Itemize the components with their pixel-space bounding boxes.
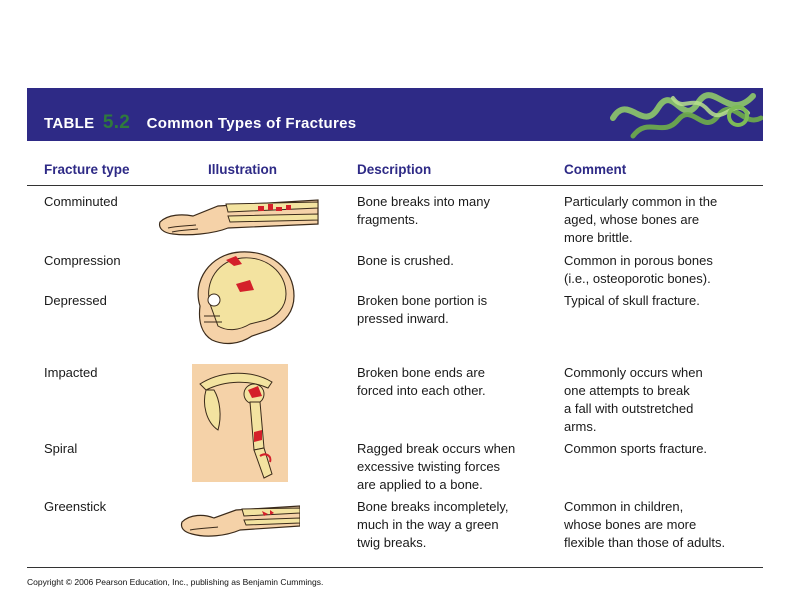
protein-ribbon-decoration-icon bbox=[610, 92, 763, 139]
row-depressed-type: Depressed bbox=[44, 293, 107, 308]
row-spiral-description: Ragged break occurs when excessive twist… bbox=[357, 441, 516, 492]
row-greenstick-comment: Common in children, whose bones are more… bbox=[564, 499, 726, 550]
column-header-illustration: Illustration bbox=[208, 162, 278, 177]
row-depressed-comment: Typical of skull fracture. bbox=[564, 293, 700, 308]
row-comminuted-comment: Particularly common in the aged, whose b… bbox=[564, 194, 718, 245]
row-comminuted-description: Bone breaks into many fragments. bbox=[357, 194, 490, 227]
row-compression-comment: Common in porous bones (i.e., osteoporot… bbox=[564, 253, 713, 286]
column-header-comment: Comment bbox=[564, 162, 627, 177]
row-depressed-description: Broken bone portion is pressed inward. bbox=[357, 293, 488, 326]
skull-illustration-icon bbox=[197, 251, 295, 345]
table-number: 5.2 bbox=[102, 112, 131, 133]
table-title: TABLE 5.2 Common Types of Fractures bbox=[44, 112, 356, 134]
column-header-fracture-type: Fracture type bbox=[44, 162, 130, 177]
row-comminuted-type: Comminuted bbox=[44, 194, 118, 209]
copyright-text: Copyright © 2006 Pearson Education, Inc.… bbox=[27, 577, 324, 587]
shoulder-arm-illustration-icon bbox=[192, 364, 288, 482]
row-compression-type: Compression bbox=[44, 253, 121, 268]
row-impacted-type: Impacted bbox=[44, 365, 98, 380]
row-greenstick-description: Bone breaks incompletely, much in the wa… bbox=[357, 499, 509, 550]
row-spiral-type: Spiral bbox=[44, 441, 78, 456]
header-rule bbox=[27, 185, 763, 186]
table-title-text: Common Types of Fractures bbox=[146, 115, 357, 132]
footer-rule bbox=[27, 567, 763, 568]
row-impacted-description: Broken bone ends are forced into each ot… bbox=[357, 365, 486, 398]
column-header-description: Description bbox=[357, 162, 432, 177]
table-banner: TABLE 5.2 Common Types of Fractures bbox=[27, 88, 763, 141]
row-impacted-comment: Commonly occurs when one attempts to bre… bbox=[564, 365, 703, 434]
row-compression-description: Bone is crushed. bbox=[357, 253, 454, 268]
row-spiral-comment: Common sports fracture. bbox=[564, 441, 708, 456]
table-label: TABLE bbox=[44, 115, 95, 132]
forearm-comminuted-illustration-icon bbox=[158, 199, 319, 236]
forearm-greenstick-illustration-icon bbox=[180, 505, 300, 537]
row-greenstick-type: Greenstick bbox=[44, 499, 107, 514]
